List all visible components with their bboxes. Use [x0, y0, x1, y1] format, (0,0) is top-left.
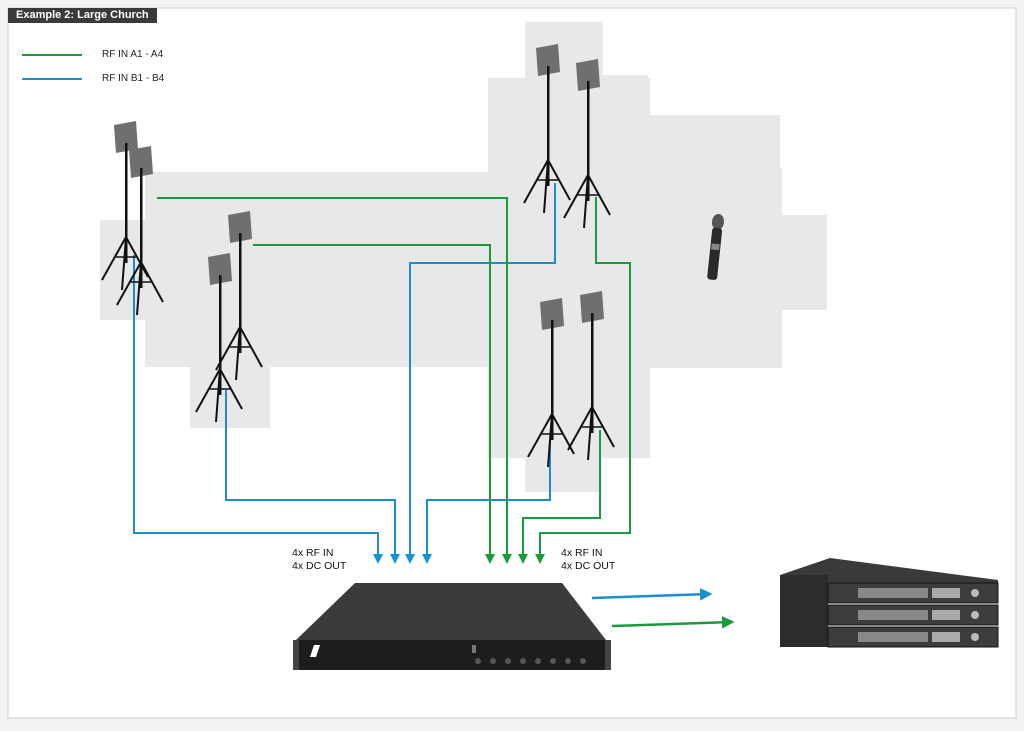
- blue-line-4: [422, 440, 551, 564]
- green-line-4: [518, 430, 601, 564]
- blue-line-1: [133, 255, 383, 564]
- splitter-right-port-label: 4x RF IN 4x DC OUT: [561, 547, 616, 572]
- splitter-left-port-label: 4x RF IN 4x DC OUT: [292, 547, 347, 572]
- blue-line-3: [405, 183, 556, 564]
- legend-label-b: RF IN B1 - B4: [102, 73, 165, 84]
- antenna-splitter-icon: [293, 583, 611, 670]
- green-line-2: [253, 244, 495, 564]
- legend-label-a: RF IN A1 - A4: [102, 49, 164, 60]
- handheld-microphone-icon: [707, 214, 725, 280]
- rf-in-a-lines: [157, 197, 631, 564]
- receiver-rack-icon: [780, 558, 999, 648]
- arrow-right-icon: [611, 616, 735, 629]
- green-line-1: [157, 197, 512, 564]
- rf-in-b-lines: [133, 183, 556, 564]
- church-floor-plan: [100, 22, 827, 492]
- green-line-3: [535, 197, 631, 564]
- blue-line-2: [225, 390, 400, 564]
- diagram-title: Example 2: Large Church: [8, 8, 157, 23]
- arrow-right-icon: [591, 588, 713, 601]
